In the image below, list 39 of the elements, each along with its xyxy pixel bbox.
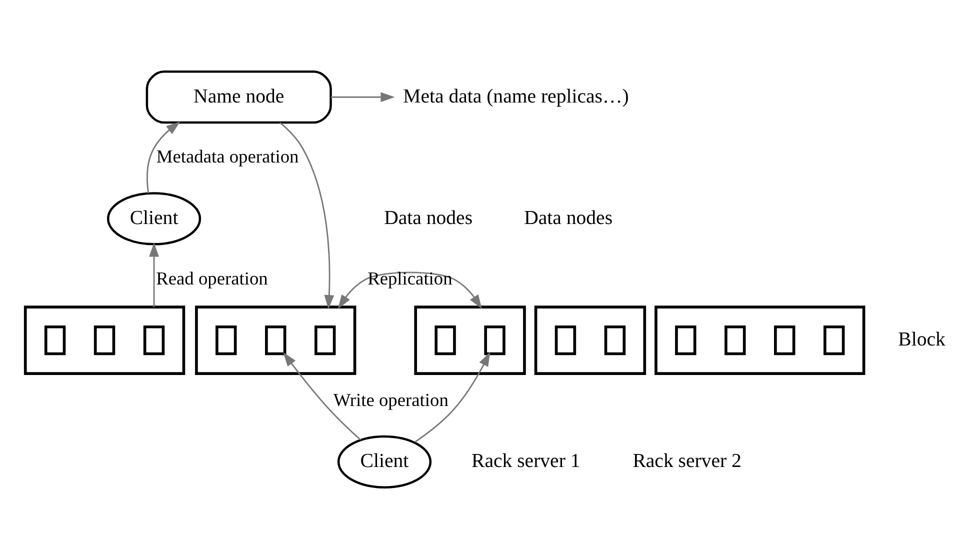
edge-label: Write operation — [333, 389, 448, 410]
arrow — [283, 352, 362, 440]
cluster — [414, 305, 526, 374]
cluster — [654, 305, 866, 374]
node-box — [604, 324, 626, 355]
arrow — [149, 242, 159, 307]
edge-label: Metadata operation — [156, 146, 299, 166]
node-box — [554, 324, 576, 355]
node-box — [774, 324, 796, 355]
label: Block — [898, 328, 946, 350]
label: Data nodes — [524, 206, 613, 228]
arrow — [330, 92, 395, 102]
node-box — [143, 324, 165, 355]
node-box — [44, 324, 66, 355]
node-box — [434, 324, 456, 355]
cluster — [195, 305, 356, 374]
node-box — [824, 324, 845, 355]
node-box — [724, 324, 746, 355]
node-text: Meta data (name replicas…) — [403, 84, 629, 107]
edge-label: Read operation — [156, 268, 268, 288]
arrow — [279, 122, 334, 309]
arrow — [338, 271, 482, 308]
node-box: Name node — [146, 70, 332, 124]
node-box — [216, 324, 237, 355]
edge-label: Replication — [368, 268, 452, 288]
label: Rack server 1 — [472, 450, 580, 472]
node-ellipse: Client — [106, 192, 202, 245]
arrow — [414, 352, 490, 442]
label: Data nodes — [384, 206, 473, 228]
node-box — [94, 324, 116, 355]
label: Rack server 2 — [632, 450, 742, 472]
cluster — [24, 305, 186, 374]
node-box — [484, 324, 506, 355]
node-ellipse: Client — [337, 434, 432, 488]
node-box — [314, 324, 336, 355]
arrow — [146, 121, 180, 193]
cluster — [534, 305, 646, 374]
node-box — [675, 324, 696, 355]
node-box — [265, 324, 286, 355]
